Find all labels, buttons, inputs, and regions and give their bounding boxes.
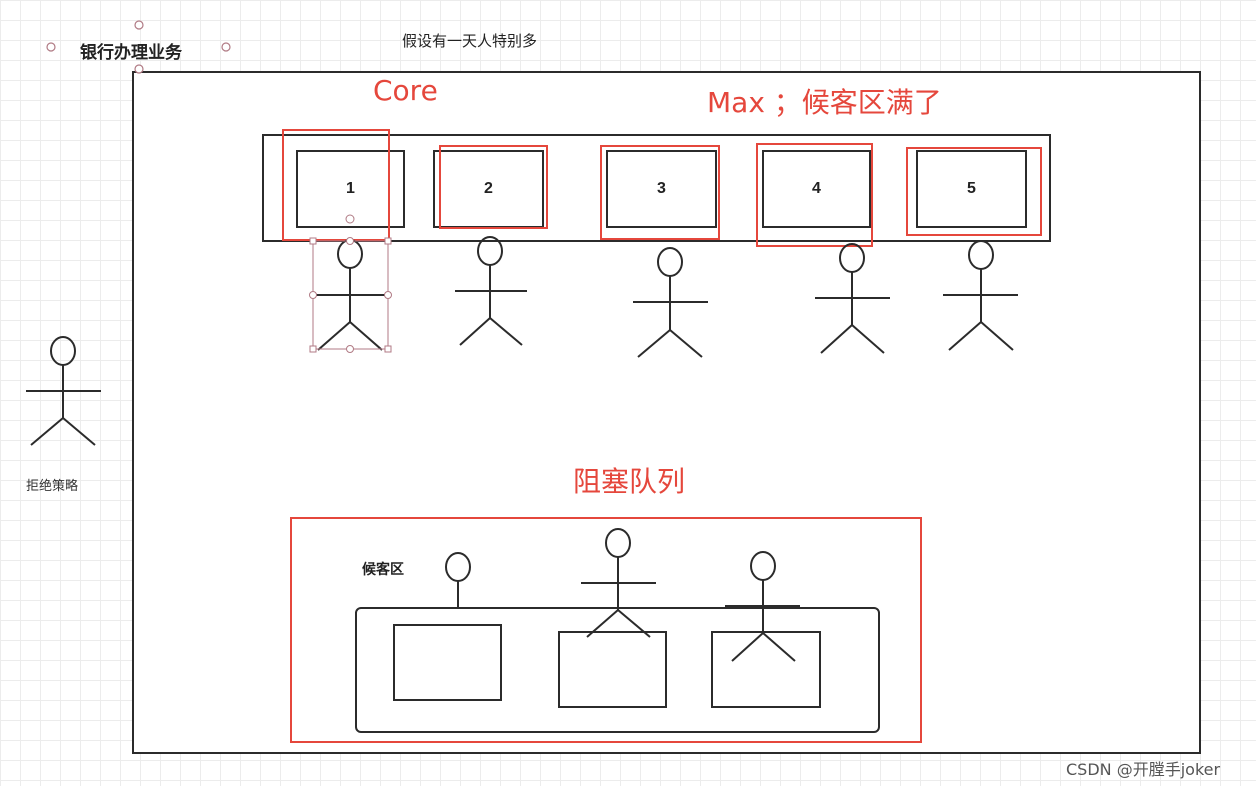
max-highlight-4 bbox=[756, 143, 873, 247]
waiting-customer-1 bbox=[445, 552, 471, 607]
max-highlight-5 bbox=[906, 147, 1042, 236]
max-label: Max ；候客区满了 bbox=[707, 86, 942, 119]
core-highlight-2 bbox=[439, 145, 548, 229]
diagram-title: 银行办理业务 bbox=[80, 43, 182, 63]
customer-figure-1 bbox=[313, 239, 388, 351]
counter-bar bbox=[262, 134, 1051, 242]
reject-policy-label: 拒绝策略 bbox=[26, 479, 79, 494]
waiting-seat-1 bbox=[393, 624, 502, 701]
counter-5: 5 bbox=[916, 150, 1027, 228]
note-text: 假设有一天人特别多 bbox=[402, 32, 538, 50]
title-handles bbox=[46, 20, 231, 74]
watermark: CSDN @开膛手joker bbox=[1066, 760, 1221, 779]
customer-figure-2 bbox=[455, 236, 527, 346]
core-label: Core bbox=[373, 74, 438, 107]
customer-figure-3 bbox=[633, 247, 708, 358]
waiting-seat-3 bbox=[711, 631, 821, 708]
rejected-customer-figure bbox=[26, 336, 101, 446]
counter-1: 1 bbox=[296, 150, 405, 228]
counter-3: 3 bbox=[606, 150, 717, 228]
selection-handles bbox=[309, 214, 392, 353]
blocking-queue-box bbox=[290, 517, 922, 743]
blocking-queue-label: 阻塞队列 bbox=[573, 465, 686, 498]
counter-4: 4 bbox=[762, 150, 871, 228]
max-highlight-3 bbox=[600, 145, 720, 240]
waiting-area-label: 候客区 bbox=[362, 562, 404, 578]
waiting-customer-2 bbox=[581, 528, 656, 638]
waiting-customer-3 bbox=[725, 551, 800, 662]
customer-figure-5 bbox=[943, 240, 1018, 351]
customer-figure-4 bbox=[815, 243, 890, 354]
core-highlight-1 bbox=[282, 129, 390, 241]
waiting-seat-2 bbox=[558, 631, 667, 708]
